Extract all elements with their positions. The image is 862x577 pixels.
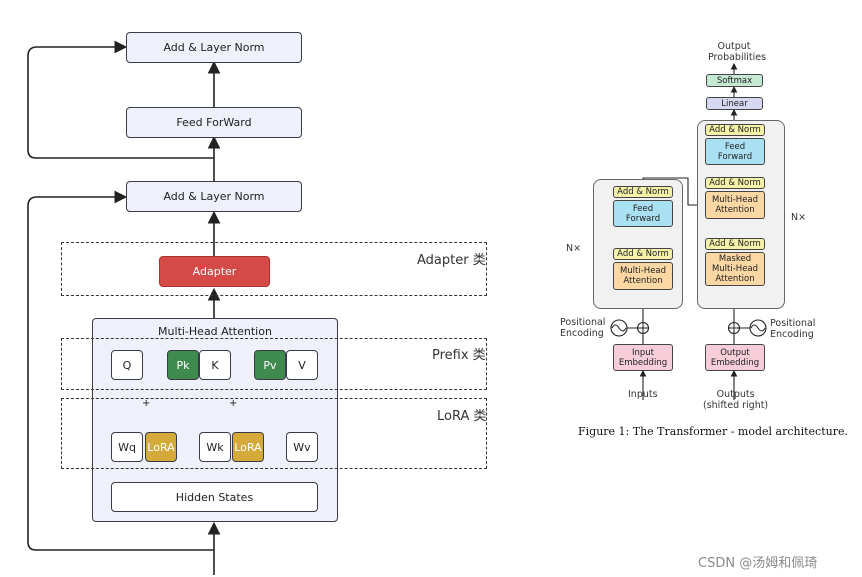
output-embedding-block: Output Embedding: [705, 344, 765, 371]
mha-title: Multi-Head Attention: [158, 325, 272, 338]
positional-encoding-left: Positional Encoding: [560, 317, 606, 339]
encoder-multi-head-attention: Multi-Head Attention: [613, 262, 673, 290]
encoder-add-norm-top: Add & Norm: [613, 186, 673, 198]
encoder-nx-label: N×: [566, 243, 582, 254]
input-embedding-block: Input Embedding: [613, 344, 673, 371]
decoder-add-norm-top: Add & Norm: [705, 124, 765, 136]
wq-block: Wq: [111, 432, 143, 462]
softmax-block: Softmax: [706, 74, 763, 87]
plus-sign-q: +: [142, 398, 151, 409]
add-layer-norm-mid: Add & Layer Norm: [126, 181, 302, 212]
adapter-region: [61, 242, 487, 296]
wk-block: Wk: [199, 432, 231, 462]
decoder-add-norm-bottom: Add & Norm: [705, 238, 765, 250]
hidden-states-block: Hidden States: [111, 482, 318, 512]
lora-category-label: LoRA 类: [437, 409, 487, 424]
decoder-add-norm-mid: Add & Norm: [705, 177, 765, 189]
encoder-feed-forward: Feed Forward: [613, 200, 673, 227]
v-block: V: [286, 350, 318, 380]
lora-region: [61, 398, 487, 469]
figure-caption: Figure 1: The Transformer - model archit…: [578, 425, 848, 438]
k-block: K: [199, 350, 231, 380]
decoder-multi-head-attention: Multi-Head Attention: [705, 191, 765, 219]
watermark: CSDN @汤姆和佩琦: [698, 556, 818, 571]
decoder-nx-label: N×: [791, 212, 807, 223]
decoder-feed-forward: Feed Forward: [705, 138, 765, 165]
wv-block: Wv: [286, 432, 318, 462]
add-layer-norm-top: Add & Layer Norm: [126, 32, 302, 63]
pv-block: Pv: [254, 350, 286, 380]
plus-sign-k: +: [229, 398, 238, 409]
linear-block: Linear: [706, 97, 763, 110]
adapter-block: Adapter: [159, 256, 270, 287]
inputs-label: Inputs: [628, 389, 658, 400]
encoder-add-norm-bottom: Add & Norm: [613, 248, 673, 260]
prefix-category-label: Prefix 类: [432, 348, 486, 363]
positional-encoding-right: Positional Encoding: [770, 318, 816, 340]
pk-block: Pk: [167, 350, 199, 380]
output-probabilities-label: Output Probabilities: [708, 41, 767, 63]
outputs-label: Outputs (shifted right): [703, 389, 769, 411]
prefix-region: [61, 338, 487, 390]
decoder-masked-multi-head-attention: Masked Multi-Head Attention: [705, 252, 765, 286]
feed-forward-block: Feed ForWard: [126, 107, 302, 138]
q-block: Q: [111, 350, 143, 380]
adapter-category-label: Adapter 类: [417, 253, 486, 268]
lora-block-q: LoRA: [145, 432, 177, 462]
lora-block-k: LoRA: [232, 432, 264, 462]
